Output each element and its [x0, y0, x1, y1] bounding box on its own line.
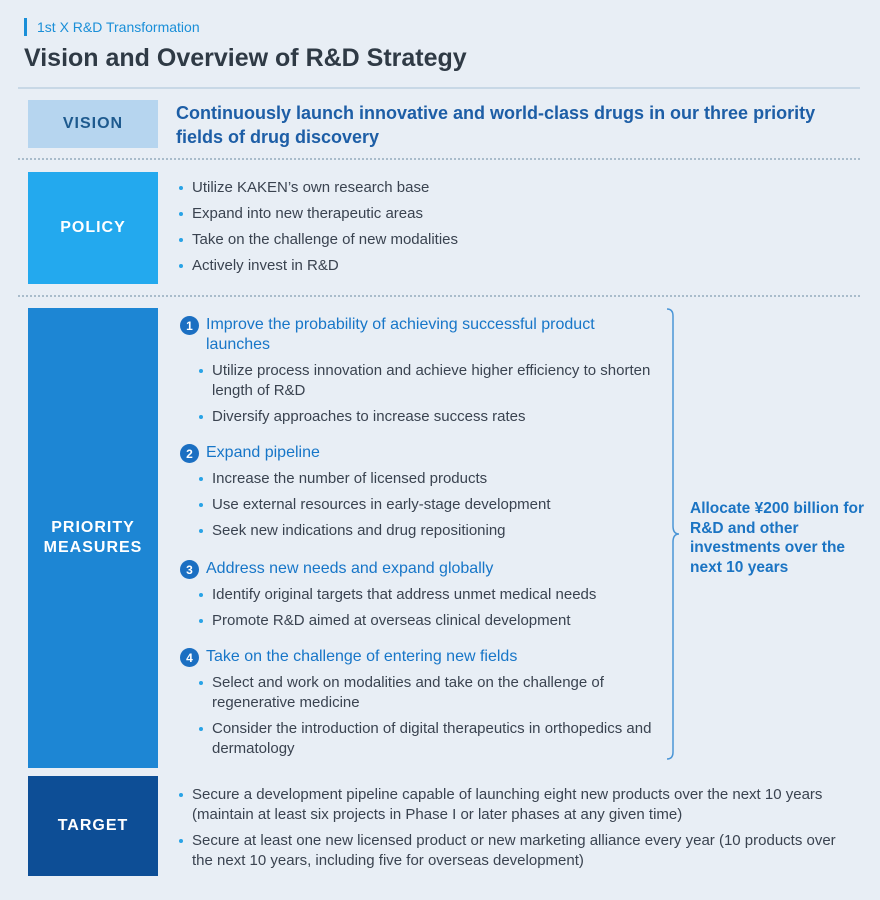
measure-heading: 1 Improve the probability of achieving s…: [180, 315, 660, 355]
measure-title: Address new needs and expand globally: [206, 560, 494, 577]
title-divider: [18, 87, 860, 89]
target-label: TARGET: [28, 776, 158, 876]
measure-item: Identify original targets that address u…: [198, 585, 660, 605]
target-label-text: TARGET: [57, 817, 129, 834]
measure-title: Take on the challenge of entering new fi…: [206, 648, 518, 665]
policy-item: Take on the challenge of new modalities: [178, 230, 658, 250]
policy-item: Expand into new therapeutic areas: [178, 204, 658, 224]
measure-item: Consider the introduction of digital the…: [198, 719, 660, 759]
number-badge-icon: 1: [180, 316, 199, 335]
measure-3: 3 Address new needs and expand globally …: [180, 559, 660, 637]
measure-list: Select and work on modalities and take o…: [198, 673, 660, 759]
measure-item: Select and work on modalities and take o…: [198, 673, 660, 713]
measure-item: Promote R&D aimed at overseas clinical d…: [198, 611, 660, 631]
number-badge-icon: 4: [180, 648, 199, 667]
measure-item: Increase the number of licensed products: [198, 469, 660, 489]
measure-list: Utilize process innovation and achieve h…: [198, 361, 660, 427]
measure-list: Increase the number of licensed products…: [198, 469, 660, 541]
dotted-divider: [18, 295, 860, 297]
vision-label: VISION: [28, 100, 158, 148]
measure-list: Identify original targets that address u…: [198, 585, 660, 631]
number-badge-icon: 3: [180, 560, 199, 579]
measure-item: Seek new indications and drug reposition…: [198, 521, 660, 541]
measure-title: Expand pipeline: [206, 444, 320, 461]
right-brace-icon: [666, 308, 680, 760]
measure-heading: 3 Address new needs and expand globally: [180, 559, 660, 579]
vision-label-text: VISION: [62, 115, 124, 132]
priority-label-line1: PRIORITY: [51, 519, 135, 536]
allocate-note: Allocate ¥200 billion for R&D and other …: [690, 500, 864, 576]
target-item: Secure a development pipeline capable of…: [178, 785, 858, 825]
measure-heading: 2 Expand pipeline: [180, 443, 660, 463]
measure-4: 4 Take on the challenge of entering new …: [180, 647, 660, 765]
vision-text: Continuously launch innovative and world…: [176, 103, 816, 147]
priority-label-line2: MEASURES: [43, 539, 143, 556]
measure-item: Use external resources in early-stage de…: [198, 495, 660, 515]
measure-item: Diversify approaches to increase success…: [198, 407, 660, 427]
dotted-divider: [18, 158, 860, 160]
page-title: Vision and Overview of R&D Strategy: [24, 44, 467, 72]
section-kicker: 1st X R&D Transformation: [24, 18, 200, 36]
target-item: Secure at least one new licensed product…: [178, 831, 858, 871]
target-list: Secure a development pipeline capable of…: [178, 785, 858, 877]
measure-item: Utilize process innovation and achieve h…: [198, 361, 660, 401]
policy-label-text: POLICY: [60, 219, 126, 236]
measure-2: 2 Expand pipeline Increase the number of…: [180, 443, 660, 547]
priority-measures-label: PRIORITY MEASURES: [28, 308, 158, 768]
measure-heading: 4 Take on the challenge of entering new …: [180, 647, 660, 667]
policy-item: Actively invest in R&D: [178, 256, 658, 276]
measure-1: 1 Improve the probability of achieving s…: [180, 315, 660, 433]
number-badge-icon: 2: [180, 444, 199, 463]
policy-list: Utilize KAKEN’s own research base Expand…: [178, 178, 658, 282]
policy-item: Utilize KAKEN’s own research base: [178, 178, 658, 198]
policy-label: POLICY: [28, 172, 158, 284]
measure-title: Improve the probability of achieving suc…: [206, 316, 595, 353]
